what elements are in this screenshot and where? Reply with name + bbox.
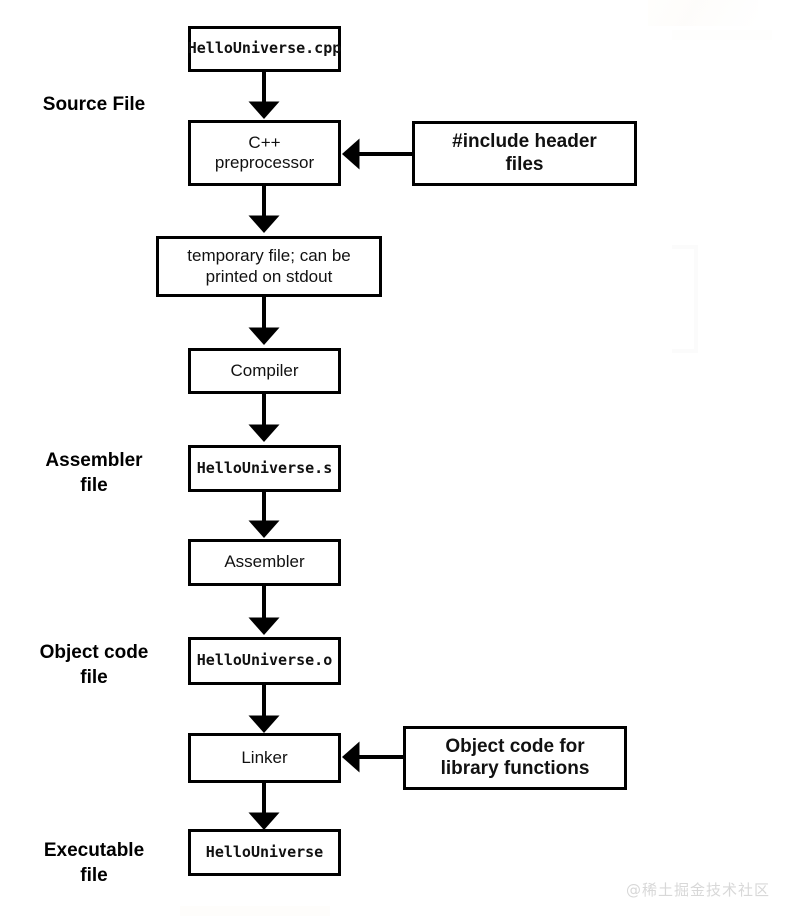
node-temporary-file-label: temporary file; can be printed on stdout [187, 246, 351, 286]
node-executable-label: HelloUniverse [205, 842, 324, 861]
node-object-file-label: HelloUniverse.o [196, 651, 333, 670]
node-executable[interactable]: HelloUniverse [188, 829, 341, 876]
stage-label-executable-file: Executable file [43, 840, 145, 887]
node-linker[interactable]: Linker [188, 733, 341, 783]
background-artifact-bracket [672, 245, 698, 353]
node-include-header-files[interactable]: #include header files [412, 121, 637, 186]
node-temporary-file[interactable]: temporary file; can be printed on stdout [156, 236, 382, 297]
node-assembly-file[interactable]: HelloUniverse.s [188, 445, 341, 492]
stage-label-object-code-file: Object code file [39, 642, 149, 689]
node-linker-label: Linker [241, 747, 288, 767]
node-preprocessor[interactable]: C++ preprocessor [188, 120, 341, 186]
background-artifact-bottom [180, 906, 330, 916]
node-object-file[interactable]: HelloUniverse.o [188, 637, 341, 685]
background-artifact-bar [672, 30, 772, 40]
node-compiler[interactable]: Compiler [188, 348, 341, 394]
node-library-object-code[interactable]: Object code for library functions [403, 726, 627, 790]
stage-label-source-file: Source File [42, 94, 146, 115]
node-compiler-label: Compiler [230, 360, 299, 380]
node-library-object-code-label: Object code for library functions [440, 735, 590, 779]
node-source-file-label: HelloUniverse.cpp [187, 39, 342, 58]
background-artifact-smudge [648, 0, 758, 26]
stage-label-assembler-file: Assembler file [45, 450, 143, 497]
node-assembler[interactable]: Assembler [188, 539, 341, 586]
node-assembler-label: Assembler [224, 552, 305, 572]
watermark: @稀土掘金技术社区 [625, 881, 770, 899]
node-assembly-file-label: HelloUniverse.s [196, 458, 333, 477]
node-source-file[interactable]: HelloUniverse.cpp [188, 26, 341, 72]
node-preprocessor-label: C++ preprocessor [214, 132, 315, 172]
node-include-header-files-label: #include header files [452, 131, 597, 175]
